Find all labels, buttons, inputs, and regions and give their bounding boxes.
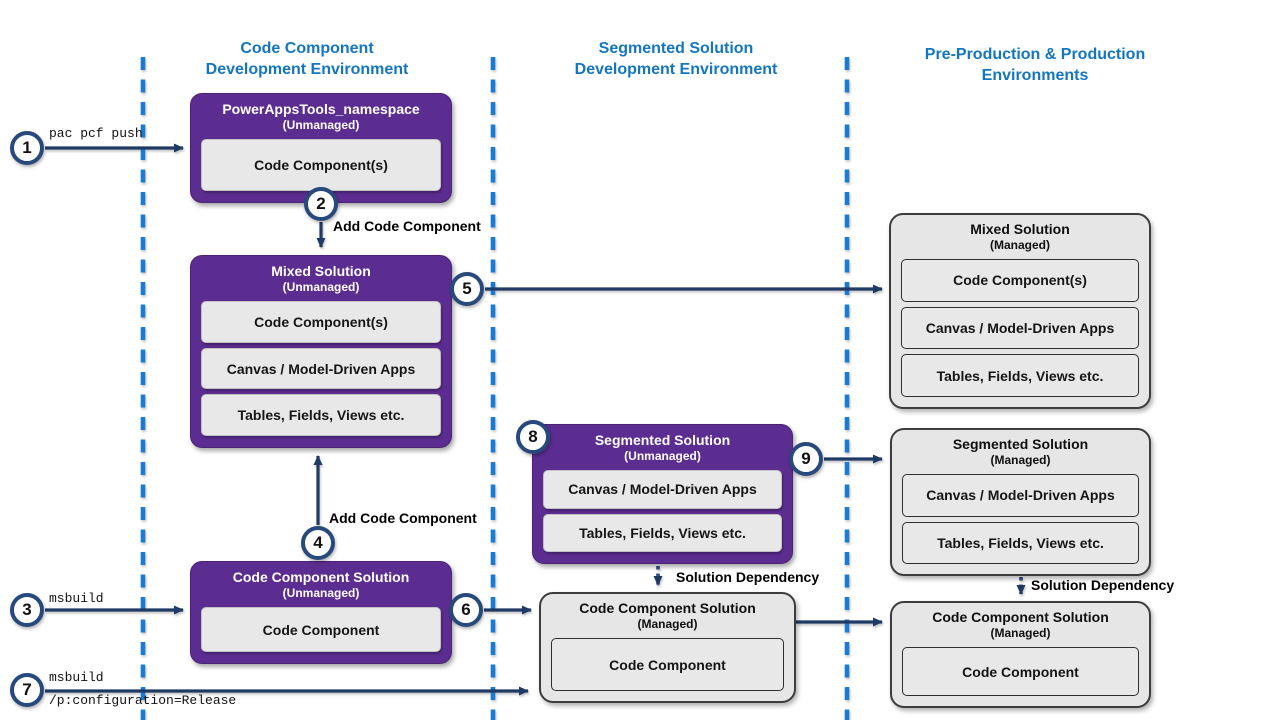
segmented-solution-managed-box: Segmented Solution (Managed) Canvas / Mo… [890, 428, 1151, 576]
component-item: Code Component(s) [201, 301, 441, 343]
box-subtitle: (Managed) [990, 238, 1050, 252]
step-circle-8: 8 [516, 420, 550, 454]
mixed-solution-managed-box: Mixed Solution (Managed) Code Component(… [889, 213, 1151, 409]
code-component-solution-managed-right-box: Code Component Solution (Managed) Code C… [890, 601, 1151, 708]
box-title: Mixed Solution [271, 263, 371, 279]
box-title: Code Component Solution [932, 609, 1109, 625]
step-circle-7: 7 [10, 673, 44, 707]
column-header-segmented-solution-dev: Segmented Solution Development Environme… [536, 38, 816, 80]
component-item: Tables, Fields, Views etc. [902, 521, 1139, 564]
component-item: Code Component [201, 607, 441, 652]
column-header-code-component-dev: Code Component Development Environment [167, 38, 447, 80]
box-subtitle: (Unmanaged) [282, 280, 360, 294]
box-subtitle: (Managed) [637, 617, 698, 631]
column-header-line: Development Environment [205, 61, 409, 78]
column-header-line: Pre-Production & Production [924, 46, 1146, 63]
add-code-component-label-bottom: Add Code Component [329, 510, 477, 526]
column-header-line: Development Environment [574, 61, 778, 78]
column-header-line: Code Component [240, 40, 374, 57]
component-item: Tables, Fields, Views etc. [543, 513, 782, 552]
component-item: Code Component [902, 647, 1139, 696]
box-subtitle: (Managed) [990, 626, 1051, 640]
box-title: Code Component Solution [232, 569, 410, 585]
component-item: Tables, Fields, Views etc. [201, 394, 441, 437]
component-item: Code Component [551, 638, 784, 691]
mixed-solution-unmanaged-box: Mixed Solution (Unmanaged) Code Componen… [190, 255, 452, 448]
component-item: Canvas / Model-Driven Apps [902, 474, 1139, 517]
code-component-solution-managed-middle-box: Code Component Solution (Managed) Code C… [539, 592, 796, 703]
msbuild-label: msbuild [49, 591, 104, 606]
segmented-solution-unmanaged-box: Segmented Solution (Unmanaged) Canvas / … [532, 424, 793, 564]
component-item: Canvas / Model-Driven Apps [543, 470, 782, 509]
box-title: Segmented Solution [594, 432, 731, 448]
msbuild-release-label-line1: msbuild [49, 670, 104, 685]
component-item: Canvas / Model-Driven Apps [901, 306, 1139, 350]
box-title: Mixed Solution [970, 221, 1070, 237]
powerapps-tools-namespace-box: PowerAppsTools_namespace (Unmanaged) Cod… [190, 93, 452, 203]
box-title: Code Component Solution [579, 600, 756, 616]
msbuild-release-label-line2: /p:configuration=Release [49, 693, 237, 708]
component-item: Code Component(s) [901, 259, 1139, 302]
step-circle-3: 3 [10, 593, 44, 627]
step-circle-9: 9 [789, 442, 823, 476]
pac-pcf-push-label: pac pcf push [49, 126, 143, 141]
step-circle-4: 4 [301, 526, 335, 560]
box-subtitle: (Unmanaged) [282, 118, 360, 132]
box-title: PowerAppsTools_namespace [222, 101, 420, 117]
box-subtitle: (Unmanaged) [282, 586, 360, 600]
component-item: Code Component(s) [201, 139, 441, 191]
solution-dependency-label-right: Solution Dependency [1031, 577, 1175, 593]
step-circle-5: 5 [450, 272, 484, 306]
step-circle-1: 1 [10, 131, 44, 165]
column-header-preprod-production: Pre-Production & Production Environments [890, 44, 1180, 86]
step-circle-6: 6 [449, 593, 483, 627]
component-item: Tables, Fields, Views etc. [901, 354, 1139, 398]
step-circle-2: 2 [304, 187, 338, 221]
box-subtitle: (Managed) [990, 453, 1051, 467]
column-header-line: Environments [981, 67, 1089, 84]
box-title: Segmented Solution [952, 436, 1089, 452]
solution-dependency-label-middle: Solution Dependency [676, 569, 820, 585]
box-subtitle: (Unmanaged) [624, 449, 701, 463]
add-code-component-label-top: Add Code Component [333, 218, 481, 234]
code-component-solution-unmanaged-box: Code Component Solution (Unmanaged) Code… [190, 561, 452, 664]
column-header-line: Segmented Solution [598, 40, 754, 57]
component-item: Canvas / Model-Driven Apps [201, 347, 441, 390]
